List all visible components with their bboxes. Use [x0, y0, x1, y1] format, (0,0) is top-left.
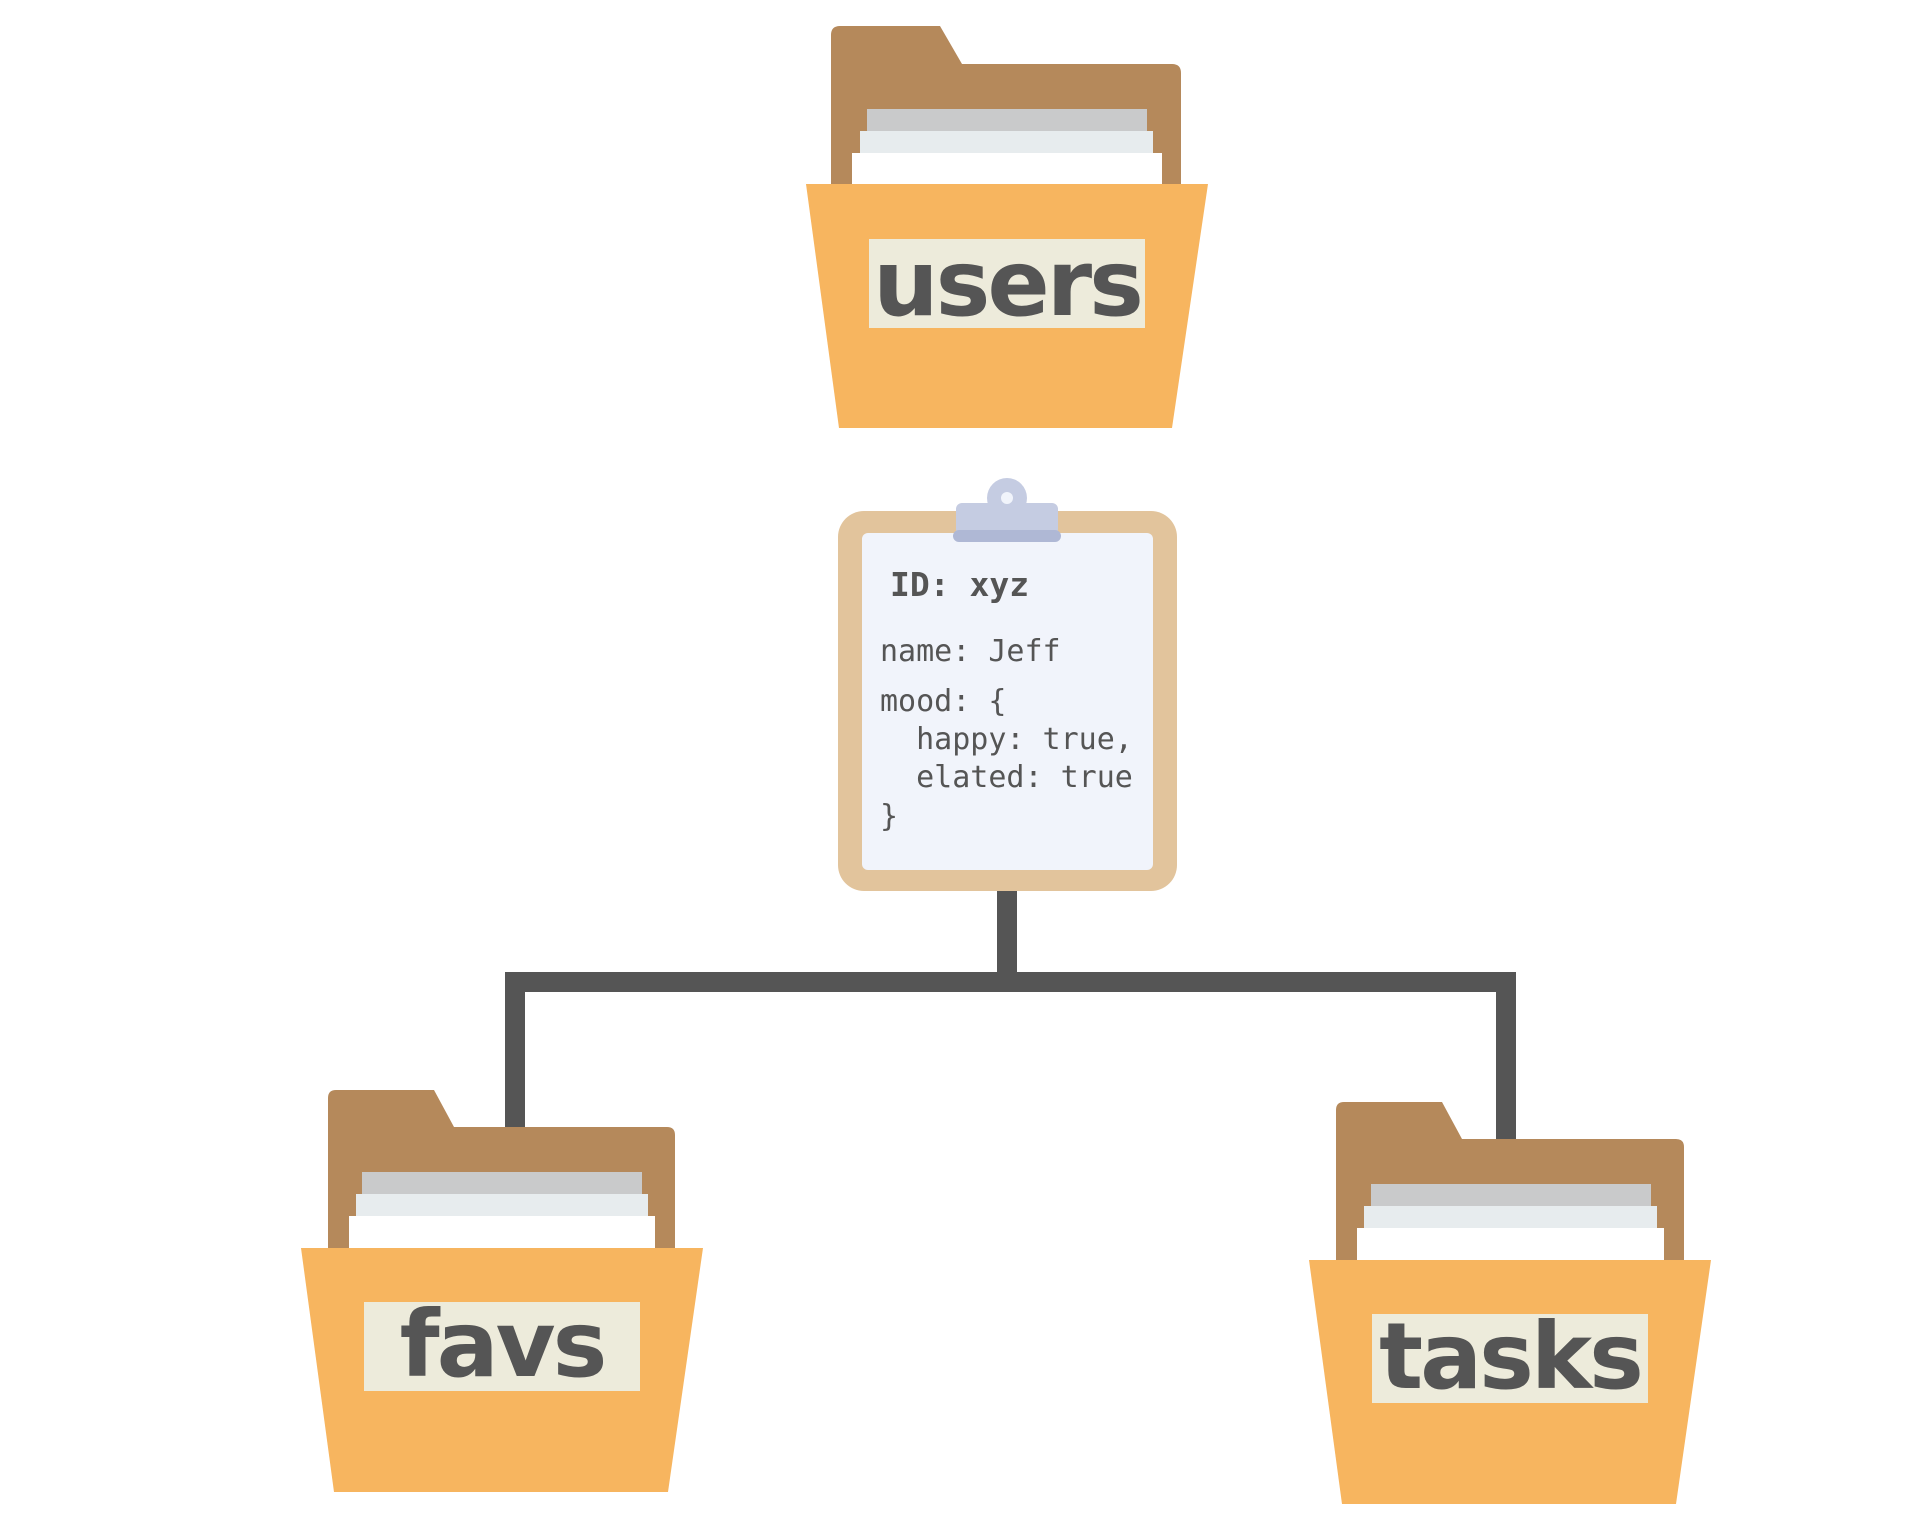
folder-label-plate: [869, 239, 1145, 328]
users-label: users: [873, 230, 1141, 337]
favs-label: favs: [400, 1291, 605, 1398]
document-line: happy: true,: [880, 722, 1133, 757]
document-clipboard[interactable]: ID: xyz name: Jeff mood: { happy: true, …: [838, 478, 1177, 891]
folder-label-plate: [364, 1302, 640, 1391]
document-line: elated: true: [880, 760, 1133, 795]
folder-paper: [860, 131, 1153, 157]
clip-icon: [953, 478, 1061, 542]
clipboard-paper: [862, 533, 1153, 870]
document-line: mood: {: [880, 684, 1006, 719]
users-folder[interactable]: users: [806, 26, 1208, 428]
folder-paper: [1364, 1206, 1657, 1232]
document-line: }: [880, 799, 898, 834]
favs-folder[interactable]: favs: [301, 1090, 703, 1492]
folder-label-plate: [1372, 1314, 1648, 1403]
document-line: name: Jeff: [880, 634, 1061, 669]
tasks-folder[interactable]: tasks: [1309, 1102, 1711, 1504]
document-id: ID: xyz: [890, 565, 1029, 604]
connector-lines: [505, 884, 1516, 1144]
folder-paper: [356, 1194, 648, 1220]
tasks-label: tasks: [1379, 1303, 1641, 1410]
